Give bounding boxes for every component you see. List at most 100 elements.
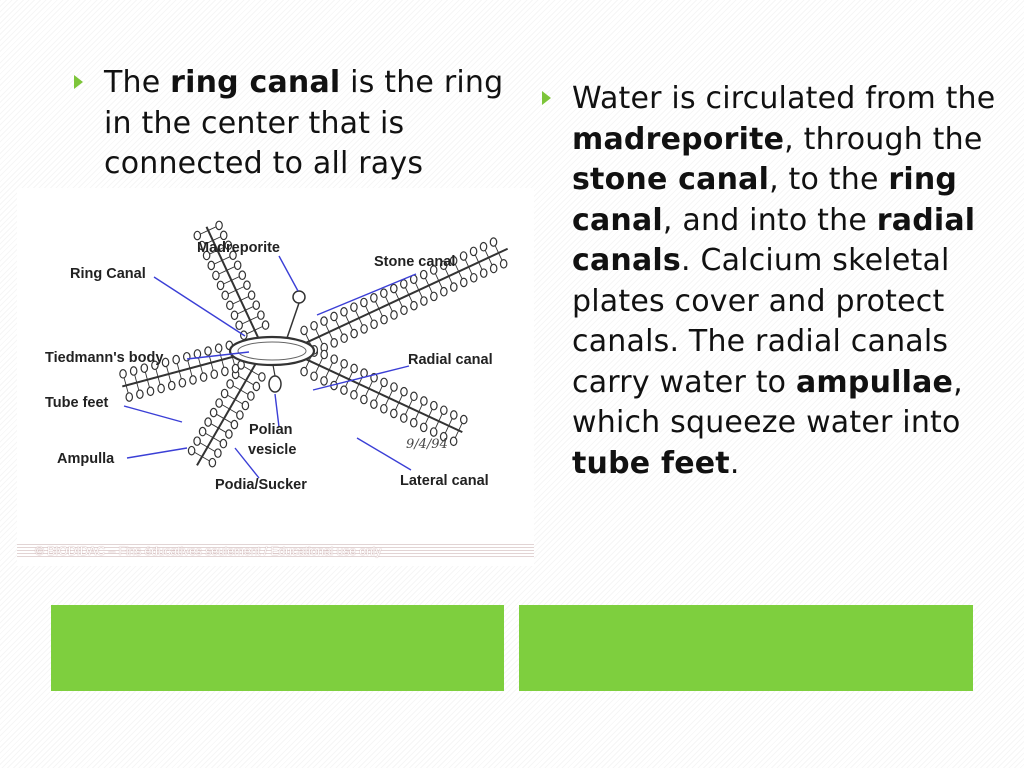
tube-foot [187, 445, 196, 456]
tube-foot [226, 379, 234, 389]
tube-foot [360, 324, 368, 334]
tube-foot [330, 338, 338, 348]
lateral-canal-line [229, 408, 238, 414]
tube-foot [360, 297, 368, 308]
tube-foot [459, 251, 468, 261]
lateral-canal-line [231, 276, 240, 281]
tube-foot [360, 394, 368, 405]
lateral-canal-line [235, 286, 245, 291]
term-tube-feet: tube feet [572, 445, 730, 481]
label-tube-feet: Tube feet [45, 395, 109, 411]
tube-foot [340, 358, 348, 369]
tube-foot [350, 302, 358, 312]
lateral-canal-line [207, 446, 216, 453]
tube-foot [419, 269, 428, 280]
tube-foot [247, 391, 255, 401]
tube-foot [193, 436, 201, 446]
tube-foot [207, 260, 216, 271]
tube-foot [221, 290, 230, 301]
tube-foot [350, 328, 358, 339]
tube-foot [340, 385, 348, 395]
tube-foot [390, 283, 398, 294]
tube-foot [440, 286, 448, 297]
lateral-canal-line [226, 394, 236, 400]
bullet-arrow-icon [74, 75, 83, 89]
tube-foot [320, 376, 328, 386]
lateral-canal-line [240, 389, 249, 395]
tube-foot [231, 363, 240, 374]
lateral-canal-line [213, 259, 223, 265]
lateral-canal-line [234, 399, 244, 405]
lateral-canal-line [212, 437, 222, 443]
tube-foot [182, 351, 191, 362]
tube-foot [429, 265, 438, 275]
term-stone-canal: stone canal [572, 162, 770, 197]
tube-foot [370, 319, 378, 330]
lateral-canal-line [237, 375, 247, 381]
tube-foot [212, 270, 220, 281]
tube-foot [209, 407, 218, 418]
tube-foot [400, 305, 408, 316]
tube-foot [219, 438, 228, 449]
tube-foot [189, 375, 197, 385]
tube-foot [449, 255, 458, 266]
lateral-canal-line [218, 269, 227, 275]
lateral-canal-line [245, 380, 255, 386]
lateral-canal-line [193, 451, 203, 458]
lateral-canal-line [215, 413, 225, 419]
label-stone-canal: Stone canal [374, 254, 456, 270]
tube-foot [258, 372, 266, 382]
label-madreporite: Madreporite [197, 240, 280, 256]
tube-foot [230, 310, 239, 321]
lateral-canal-line [245, 306, 254, 311]
lateral-canal-line [223, 279, 232, 285]
tube-foot [136, 389, 144, 399]
tube-foot [243, 280, 251, 291]
lateral-canal-line [232, 385, 241, 391]
tube-foot [419, 422, 428, 433]
tube-foot [167, 380, 176, 391]
lateral-canal-line [204, 432, 214, 438]
tube-foot [252, 300, 261, 310]
tube-foot [430, 400, 438, 411]
tube-foot [350, 363, 358, 374]
label-polian-vesicle-line2: vesicle [248, 442, 297, 458]
tube-foot [410, 391, 418, 402]
tube-foot [340, 333, 348, 344]
tube-foot [178, 377, 187, 388]
tube-foot [219, 230, 228, 241]
label-podia-sucker: Podia/Sucker [215, 477, 307, 493]
lateral-canal-line [251, 370, 260, 376]
tube-foot [208, 457, 217, 468]
green-box-left [51, 605, 504, 691]
radial-canal-line [298, 247, 509, 347]
tube-foot [238, 270, 247, 281]
lateral-canal-line [223, 418, 233, 424]
tube-foot [161, 357, 170, 368]
tube-foot [350, 390, 358, 400]
lateral-canal-line [246, 329, 255, 335]
lateral-canal-line [237, 309, 246, 315]
tube-foot [390, 310, 398, 320]
radial-canal-line [298, 355, 463, 434]
lateral-canal-line [243, 366, 252, 372]
tube-foot [489, 237, 498, 247]
tube-foot [300, 366, 308, 377]
lateral-canal-line [218, 427, 227, 433]
tube-foot [459, 277, 468, 288]
tube-foot [330, 311, 338, 322]
lateral-canal-line [249, 315, 259, 321]
lateral-canal-line [217, 246, 226, 251]
tube-foot [215, 398, 223, 408]
lateral-canal-line [227, 289, 237, 295]
radial-canal-line [205, 226, 261, 341]
lateral-canal-line [241, 319, 251, 325]
tube-foot [210, 369, 219, 380]
label-radial-canal: Radial canal [408, 352, 493, 368]
tube-foot [449, 436, 458, 447]
tube-foot [420, 296, 428, 306]
term-ampullae: ampullae [795, 364, 954, 400]
tube-foot [226, 300, 234, 311]
tube-foot [199, 372, 208, 382]
tube-foot [235, 320, 243, 331]
